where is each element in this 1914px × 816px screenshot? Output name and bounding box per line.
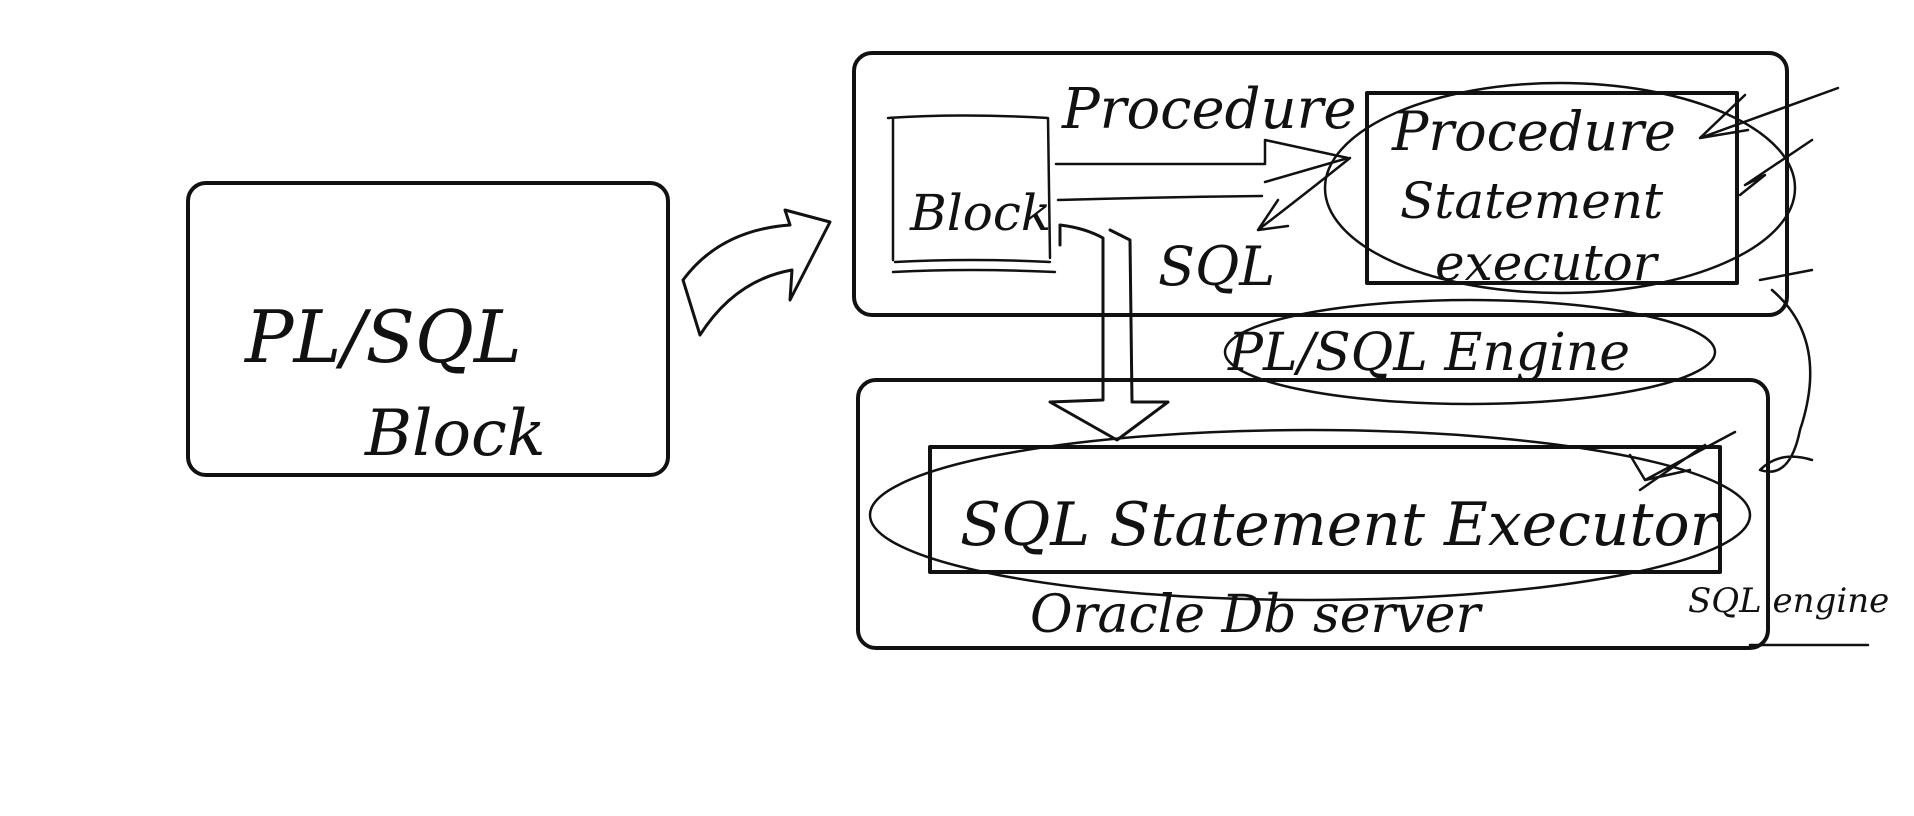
procedure-executor-label-line1: Procedure — [1391, 100, 1676, 163]
sql-return-arrow — [1256, 156, 1352, 232]
plsql-engine-ellipse — [1223, 298, 1717, 406]
sql-executor-box — [928, 445, 1722, 574]
procedure-executor-pointer — [1698, 86, 1840, 473]
plsql-engine-box — [852, 51, 1789, 317]
sql-executor-ellipse — [868, 428, 1752, 602]
oracle-db-server-label: Oracle Db server — [1030, 585, 1484, 645]
plsql-block-box — [186, 181, 670, 477]
plsql-engine-label: PL/SQL Engine — [1227, 323, 1630, 383]
block-box — [886, 114, 1057, 274]
plsql-block-label-line1: PL/SQL — [243, 295, 522, 379]
procedure-arrow — [1054, 138, 1350, 202]
oracle-db-server-box — [856, 378, 1770, 650]
procedure-label: Procedure — [1061, 77, 1357, 142]
procedure-executor-label-line2: Statement — [1400, 172, 1664, 230]
sql-engine-label: SQL engine — [1688, 581, 1889, 621]
submit-arrow — [681, 208, 832, 337]
sql-executor-label: SQL Statement Executor — [960, 490, 1722, 560]
sql-executor-pointer — [1628, 430, 1737, 492]
procedure-executor-label-line3: executor — [1435, 234, 1660, 292]
plsql-block-label-line2: Block — [364, 397, 546, 471]
sql-label: SQL — [1158, 235, 1275, 298]
procedure-executor-ellipse — [1323, 81, 1797, 295]
block-label: Block — [909, 184, 1051, 242]
sql-down-arrow — [1048, 223, 1170, 442]
procedure-executor-box — [1365, 91, 1739, 285]
